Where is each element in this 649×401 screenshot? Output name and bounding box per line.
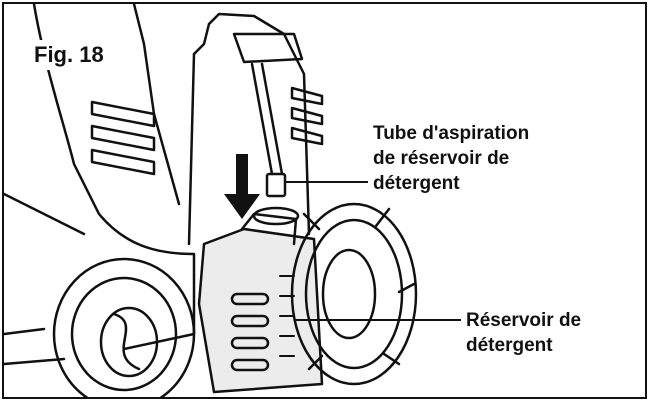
callout-detergent-tank: Réservoir de détergent	[466, 308, 582, 358]
handle-grip	[232, 32, 304, 64]
suction-tube-filter	[265, 172, 287, 198]
insert-arrow	[224, 154, 260, 219]
handle-column	[207, 12, 311, 236]
vent-slots-right	[290, 86, 324, 146]
callout-line: Réservoir de	[466, 310, 582, 331]
detergent-tank-spout	[240, 212, 298, 246]
callout-line: de réservoir de	[373, 148, 510, 169]
washer-frame-line	[132, 4, 181, 206]
right-wheel	[290, 202, 418, 386]
tank-slots	[230, 292, 270, 372]
vent-slots	[90, 100, 156, 176]
callout-line: détergent	[373, 173, 460, 194]
callout-line: Tube d'aspiration	[373, 123, 530, 144]
figure-label: Fig. 18	[28, 40, 110, 70]
left-wheel	[52, 257, 196, 397]
callout-suction-tube: Tube d'aspiration de réservoir de déterg…	[373, 121, 530, 196]
suction-tube	[250, 62, 274, 176]
pressure-washer-illustration	[4, 4, 461, 397]
detergent-tank-body	[197, 227, 324, 394]
callout-line: détergent	[466, 335, 553, 356]
washer-frame-lower	[4, 192, 86, 236]
